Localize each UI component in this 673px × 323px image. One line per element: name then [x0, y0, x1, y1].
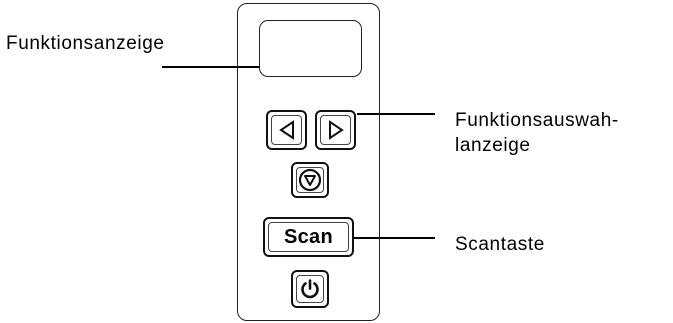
- scan-key-leader-line: [352, 237, 435, 239]
- scan-button-inner: [268, 222, 349, 252]
- scan-button[interactable]: Scan: [263, 217, 354, 257]
- power-button[interactable]: [291, 270, 329, 308]
- left-arrow-button[interactable]: [266, 110, 307, 150]
- right-arrow-button-inner: [320, 115, 351, 145]
- right-arrow-button[interactable]: [315, 110, 356, 150]
- function-select-leader-line: [357, 113, 435, 115]
- stop-button[interactable]: [291, 162, 329, 198]
- function-display-label: Funktionsanzeige: [6, 33, 165, 54]
- scan-key-label: Scantaste: [455, 234, 545, 255]
- left-arrow-button-inner: [271, 115, 302, 145]
- function-select-label-line1: Funktionsauswah-: [455, 110, 619, 131]
- triangle-right-icon: [327, 120, 345, 140]
- stop-button-inner: [296, 167, 324, 193]
- scan-button-label: Scan: [283, 225, 333, 248]
- function-select-label-line2: lanzeige: [455, 135, 531, 156]
- power-icon: [299, 278, 321, 300]
- power-button-inner: [296, 275, 324, 303]
- control-panel: [237, 3, 380, 321]
- triangle-left-icon: [278, 120, 296, 140]
- function-display-leader-line: [162, 66, 262, 68]
- function-display: [259, 20, 362, 77]
- stop-icon: [298, 168, 322, 192]
